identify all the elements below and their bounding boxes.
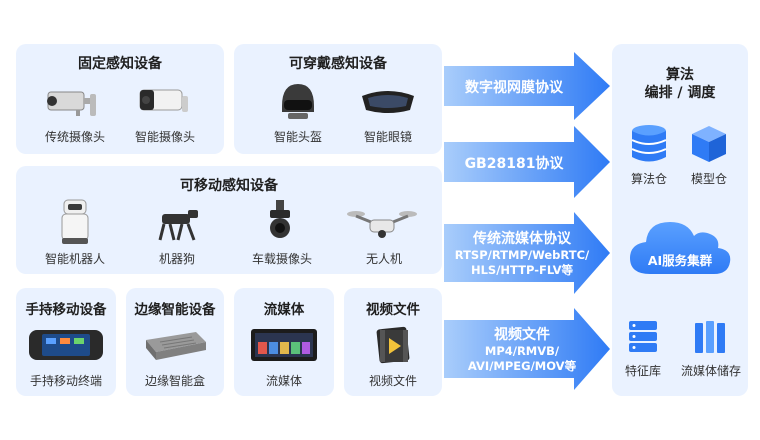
algorithm-title: 算法	[666, 67, 694, 83]
videofile-title: 视频文件	[366, 302, 420, 318]
stream-screen-icon	[251, 329, 317, 361]
video-file-label: 视频文件	[368, 374, 418, 388]
arrow-traditional-stream	[444, 212, 610, 294]
feature-db-label: 特征库	[624, 364, 662, 378]
arrow-digital-retina	[444, 52, 610, 120]
arrow-label-traditional-stream: 传统流媒体协议 RTSP/RTMP/WebRTC/ HLS/HTTP-FLV等	[454, 231, 590, 277]
arrow-gb28181	[444, 126, 610, 198]
algorithm-panel: 算法 编排 / 调度 算法仓 模型仓 AI服务集群 特征库 流媒体	[612, 44, 748, 396]
robot-dog-label: 机器狗	[158, 252, 196, 266]
smart-robot-label: 智能机器人	[44, 252, 106, 266]
smart-glasses-label: 智能眼镜	[363, 130, 413, 144]
handheld-terminal-icon	[29, 330, 103, 360]
algorithm-store-label: 算法仓	[630, 172, 668, 186]
smart-helmet-label: 智能头盔	[273, 130, 323, 144]
drone-icon	[347, 211, 417, 238]
feature-db-icon	[629, 321, 657, 352]
model-store-label: 模型仓	[690, 172, 728, 186]
edge-box-icon	[146, 332, 206, 360]
arrow-label-video-file: 视频文件 MP4/RMVB/ AVI/MPEG/MOV等	[467, 327, 577, 373]
fixed-devices-title: 固定感知设备	[78, 56, 162, 72]
smart-camera-icon	[139, 89, 188, 112]
wearable-devices-panel: 可穿戴感知设备 智能头盔 智能眼镜	[234, 44, 442, 154]
edge-panel: 边缘智能设备 边缘智能盒	[126, 288, 224, 396]
stream-panel: 流媒体 流媒体	[234, 288, 334, 396]
stream-label: 流媒体	[265, 374, 303, 388]
handheld-panel: 手持移动设备 手持移动终端	[16, 288, 116, 396]
stream-title: 流媒体	[263, 302, 305, 318]
ai-cluster-label: AI服务集群	[647, 253, 713, 268]
traditional-camera-icon	[47, 91, 96, 116]
smart-camera-label: 智能摄像头	[134, 130, 196, 144]
vehicle-camera-icon	[270, 200, 290, 238]
smart-glasses-icon	[362, 91, 414, 113]
smart-robot-icon	[61, 199, 89, 244]
videofile-panel: 视频文件 视频文件	[344, 288, 442, 396]
video-file-icon	[376, 326, 410, 364]
handheld-terminal-label: 手持移动终端	[29, 374, 103, 388]
vehicle-camera-label: 车载摄像头	[251, 252, 313, 266]
handheld-title: 手持移动设备	[25, 302, 107, 318]
fixed-devices-panel: 固定感知设备 传统摄像头 智能摄像头	[16, 44, 224, 154]
arrow-video-file	[444, 308, 610, 390]
drone-label: 无人机	[365, 252, 403, 266]
cloud-icon	[630, 222, 731, 274]
orchestration-title: 编排 / 调度	[644, 85, 716, 101]
mobile-devices-title: 可移动感知设备	[180, 178, 278, 194]
mobile-devices-panel: 可移动感知设备 智能机器人 机器狗 车载摄像头 无人机	[16, 166, 442, 274]
smart-helmet-icon	[282, 84, 314, 119]
edge-title: 边缘智能设备	[134, 302, 216, 318]
arrow-label-digital-retina: 数字视网膜协议	[465, 80, 563, 96]
media-storage-label: 流媒体储存	[680, 364, 742, 378]
traditional-camera-label: 传统摄像头	[44, 130, 106, 144]
media-storage-icon	[695, 321, 725, 353]
edge-box-label: 边缘智能盒	[144, 374, 206, 388]
model-store-icon	[692, 126, 726, 162]
robot-dog-icon	[158, 210, 198, 241]
algorithm-store-icon	[631, 125, 667, 162]
wearable-devices-title: 可穿戴感知设备	[289, 56, 387, 72]
arrow-label-gb28181: GB28181协议	[464, 156, 564, 172]
